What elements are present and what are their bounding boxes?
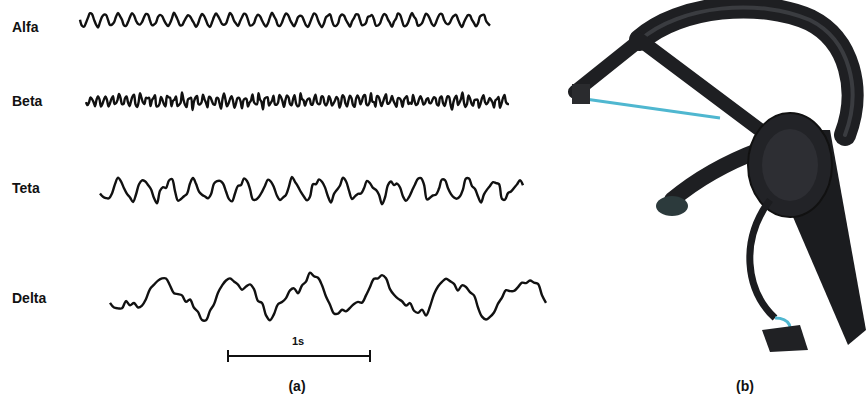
eeg-wave [100,177,523,204]
ear-cup-inner [762,129,818,201]
wave-label: Beta [12,94,42,108]
eeg-waves [80,13,546,321]
cable [750,200,775,318]
scale-tick [227,350,229,362]
sensor-arm [575,40,760,130]
arm-tip [572,84,590,104]
wave-label: Teta [12,181,40,195]
eeg-wave [86,93,509,111]
ear-cup [748,113,832,217]
ear-clip [762,325,808,352]
panel-label: (b) [736,379,754,393]
scale-label: 1s [292,336,304,347]
scale-bar [228,355,370,357]
scale-tick [369,350,371,362]
panel-label: (a) [288,379,305,393]
body [760,130,866,345]
accent-line [578,98,720,118]
wave-label: Alfa [12,20,38,34]
eeg-wave [110,273,546,321]
pad-arm [672,150,760,200]
eeg-wave [80,13,490,28]
wave-label: Delta [12,291,46,305]
eeg-headset [572,7,866,352]
sensor-pad [656,196,688,216]
